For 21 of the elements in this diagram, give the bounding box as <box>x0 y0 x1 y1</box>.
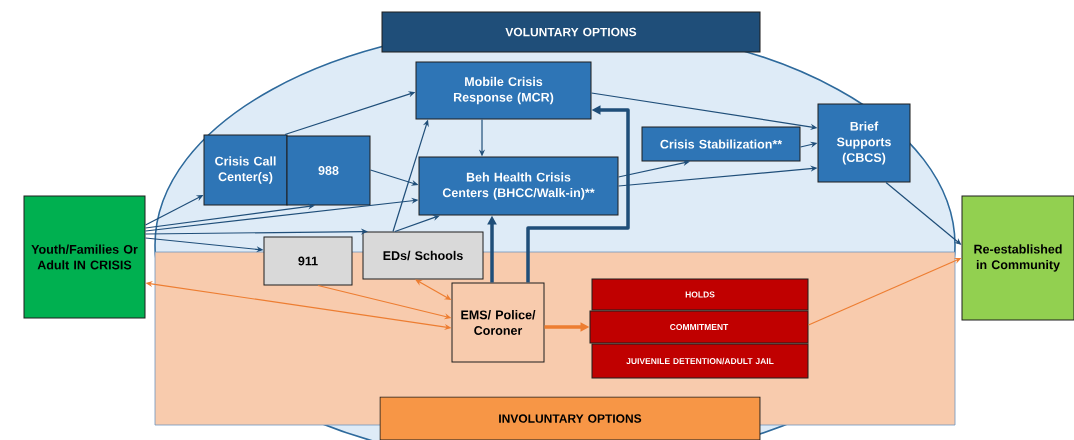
process-box: Brief Supports (CBCS) <box>817 103 911 183</box>
process-box: 911 <box>263 236 353 286</box>
banner: VOLUNTARY OPTIONS <box>381 11 761 53</box>
arrow <box>617 160 690 178</box>
process-box: 988 <box>286 135 371 206</box>
process-box: EMS/ Police/ Coroner <box>451 282 545 363</box>
process-box: Mobile Crisis Response (MCR) <box>415 61 592 120</box>
process-box: COMMITMENT <box>589 310 809 344</box>
arrow <box>144 228 368 235</box>
arrow <box>394 215 440 233</box>
banner: INVOLUNTARY OPTIONS <box>379 396 761 440</box>
process-box: JUIVENILE DETENTION/ADULT JAIL <box>591 343 809 379</box>
end-box: Re-established in Community <box>961 195 1074 321</box>
start-box: Youth/Families Or Adult IN CRISIS <box>23 195 146 319</box>
arrow <box>144 203 315 229</box>
arrow <box>526 105 630 283</box>
process-box: Beh Health Crisis Centers (BHCC/Walk-in)** <box>418 156 619 216</box>
process-box: Crisis Stabilization** <box>641 126 801 162</box>
process-box: HOLDS <box>591 278 809 311</box>
process-box: Crisis Call Center(s) <box>203 134 288 206</box>
process-box: EDs/ Schools <box>362 231 484 280</box>
